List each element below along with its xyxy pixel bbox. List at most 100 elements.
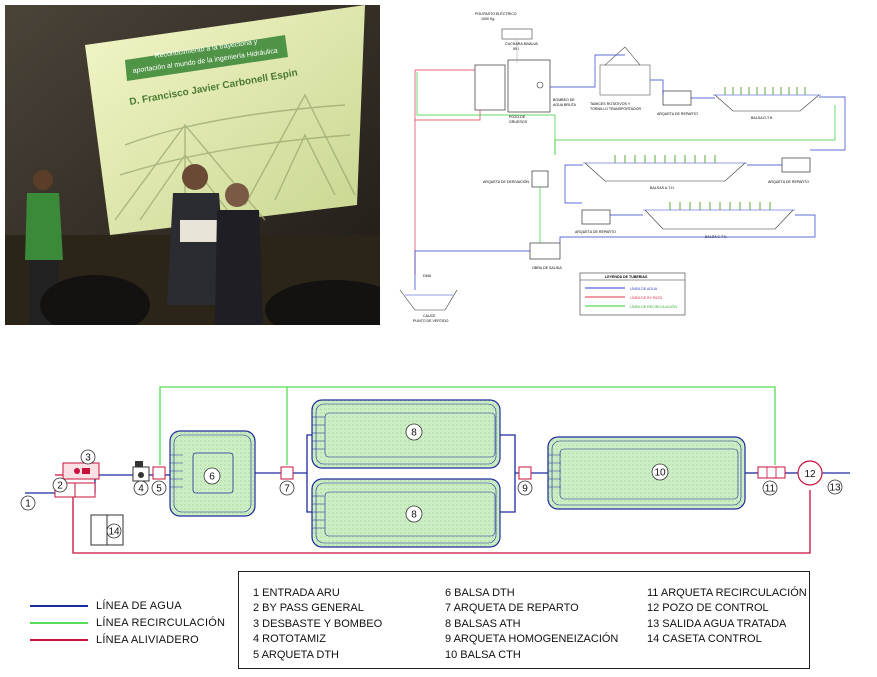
label-polipasto: POLIPASTO ELÉCTRICO [475, 11, 517, 16]
num-2: 2 [57, 481, 63, 492]
pipe-legend-title: LEYENDA DE TUBERÍAS [605, 274, 648, 279]
label-cuchara: CUCHARA BIVALVA [505, 42, 538, 46]
num-13: 13 [829, 483, 841, 494]
pozo-control [797, 460, 823, 486]
label-balsas-ath: BALSAS A.T.H. [650, 186, 675, 190]
plant-plan-drawing: POLIPASTO ELÉCTRICO 1000 Kg CUCHARA BIVA… [395, 5, 873, 327]
key-item: 10 BALSA CTH [445, 648, 521, 661]
balsas-ath-section [584, 162, 746, 182]
polipasto [501, 28, 533, 40]
key-item: 5 ARQUETA DTH [253, 648, 339, 661]
label-polipasto-cap: 1000 Kg [481, 17, 494, 21]
line-legend: LÍNEA DE AGUA LÍNEA RECIRCULACIÓN LÍNEA … [30, 597, 240, 657]
label-cauce: CAUCE [423, 314, 436, 318]
cauce-section [399, 289, 458, 311]
pozo-gruesos [474, 64, 506, 111]
label-tamiz: TAMICES ROTATIVOS Y [590, 102, 631, 106]
key-item: 8 BALSAS ATH [445, 617, 521, 630]
num-8-bottom: 8 [411, 510, 417, 521]
arqueta-reparto-3 [581, 209, 611, 225]
arqueta-reparto [280, 466, 294, 480]
person-right [215, 183, 263, 325]
legend-relief-swatch [30, 638, 88, 641]
water-line [25, 434, 850, 513]
label-balsa-dth: BALSA D.T.H. [751, 116, 773, 120]
label-arqueta-reparto-1: ARQUETA DE REPARTO [657, 112, 698, 116]
pump-icon [74, 468, 80, 474]
key-item: 9 ARQUETA HOMOGENEIZACIÓN [445, 633, 619, 646]
legend-relief-label: LÍNEA ALIVIADERO [96, 633, 199, 646]
pipe-legend-bypass: LÍNEA DE BY-PASS [630, 296, 663, 300]
reeds-cth [669, 202, 771, 210]
key-item: 3 DESBASTE Y BOMBEO [253, 617, 383, 630]
projection-screen [85, 5, 365, 235]
person-center [167, 164, 227, 305]
balsa-cth [547, 436, 746, 510]
bombeo-agua-bruta [507, 59, 551, 113]
process-scheme: 1 2 3 4 5 6 7 8 8 9 10 11 12 13 [15, 375, 870, 570]
pipe-legend-water: LÍNEA DE AGUA [630, 287, 658, 291]
key-item: 14 CASETA CONTROL [647, 633, 762, 646]
recirculation-line [159, 386, 776, 465]
arqueta-reparto-2 [781, 157, 811, 173]
arqueta-dth [152, 466, 166, 480]
legend-water: LÍNEA DE AGUA [30, 597, 240, 614]
label-pozo: POZO DE [509, 115, 526, 119]
num-10: 10 [654, 468, 666, 479]
key-item: 1 ENTRADA ARU [253, 587, 340, 599]
num-6: 6 [209, 472, 215, 483]
label-bombeo-2: AGUA BRUTA [553, 103, 577, 107]
label-cuchara-cap: 50 l [513, 47, 519, 51]
label-bombeo: BOMBEO DE [553, 98, 575, 102]
balsa-dth-section [714, 94, 820, 112]
pump-icon [536, 81, 544, 89]
label-punto-vertido: PUNTO DE VERTIDO [413, 319, 449, 323]
key-item: 12 POZO DE CONTROL [647, 602, 769, 615]
legend-recirc-swatch [30, 621, 88, 624]
reeds-ath [614, 155, 716, 163]
key-item: 7 ARQUETA DE REPARTO [445, 602, 579, 615]
label-obra-salida: OBRA DE SALIDA [532, 266, 562, 270]
arqueta-homogeneizacion [518, 466, 532, 480]
key-item: 13 SALIDA AGUA TRATADA [647, 617, 787, 630]
num-5: 5 [156, 484, 162, 495]
balsa-cth-section [644, 209, 794, 230]
label-dma: DMA [423, 274, 432, 278]
tamices [599, 64, 651, 96]
pipe-legend-recirc: LÍNEA DE RECIRCULACIÓN [630, 304, 677, 309]
obra-salida [529, 242, 561, 260]
num-8-top: 8 [411, 428, 417, 439]
key-item: 4 ROTOTAMIZ [253, 633, 326, 646]
label-arqueta-derivacion: ARQUETA DE DERIVACIÓN [483, 179, 529, 184]
num-12: 12 [804, 469, 816, 480]
legend-water-swatch [30, 604, 88, 607]
legend-recirc: LÍNEA RECIRCULACIÓN [30, 614, 240, 631]
legend-recirc-label: LÍNEA RECIRCULACIÓN [96, 616, 226, 629]
key-column-1: 1 ENTRADA ARU 2 BY PASS GENERAL 3 DESBAS… [253, 586, 382, 663]
num-3: 3 [85, 453, 91, 464]
arqueta-reparto-1 [662, 90, 692, 106]
award-photo: Reconocimiento a la trayectoria y aporta… [5, 5, 380, 325]
plan-pipes [414, 54, 846, 290]
label-tamiz-2: TORNILLO TRANSPORTADOR [590, 107, 641, 111]
label-pozo-2: GRUESOS [509, 120, 528, 124]
arqueta-recirculacion [757, 466, 786, 479]
arqueta-derivacion [531, 170, 549, 188]
legend-water-label: LÍNEA DE AGUA [96, 599, 182, 612]
key-column-3: 11 ARQUETA RECIRCULACIÓN 12 POZO DE CONT… [647, 586, 807, 648]
num-7: 7 [284, 484, 290, 495]
label-arqueta-reparto-2: ARQUETA DE REPARTO [768, 180, 809, 184]
legend-relief: LÍNEA ALIVIADERO [30, 631, 240, 648]
key-item: 6 BALSA DTH [445, 587, 515, 599]
key-item: 11 ARQUETA RECIRCULACIÓN [647, 587, 807, 599]
label-arqueta-reparto-3: ARQUETA DE REPARTO [575, 230, 616, 234]
num-9: 9 [522, 484, 528, 495]
num-4: 4 [138, 484, 144, 495]
key-item: 2 BY PASS GENERAL [253, 602, 364, 615]
reeds-dth [724, 87, 806, 95]
num-14: 14 [108, 527, 120, 538]
num-11: 11 [765, 484, 776, 495]
desbaste-bombeo [62, 462, 100, 480]
key-column-2: 6 BALSA DTH 7 ARQUETA DE REPARTO 8 BALSA… [445, 586, 618, 663]
num-1: 1 [25, 499, 31, 510]
